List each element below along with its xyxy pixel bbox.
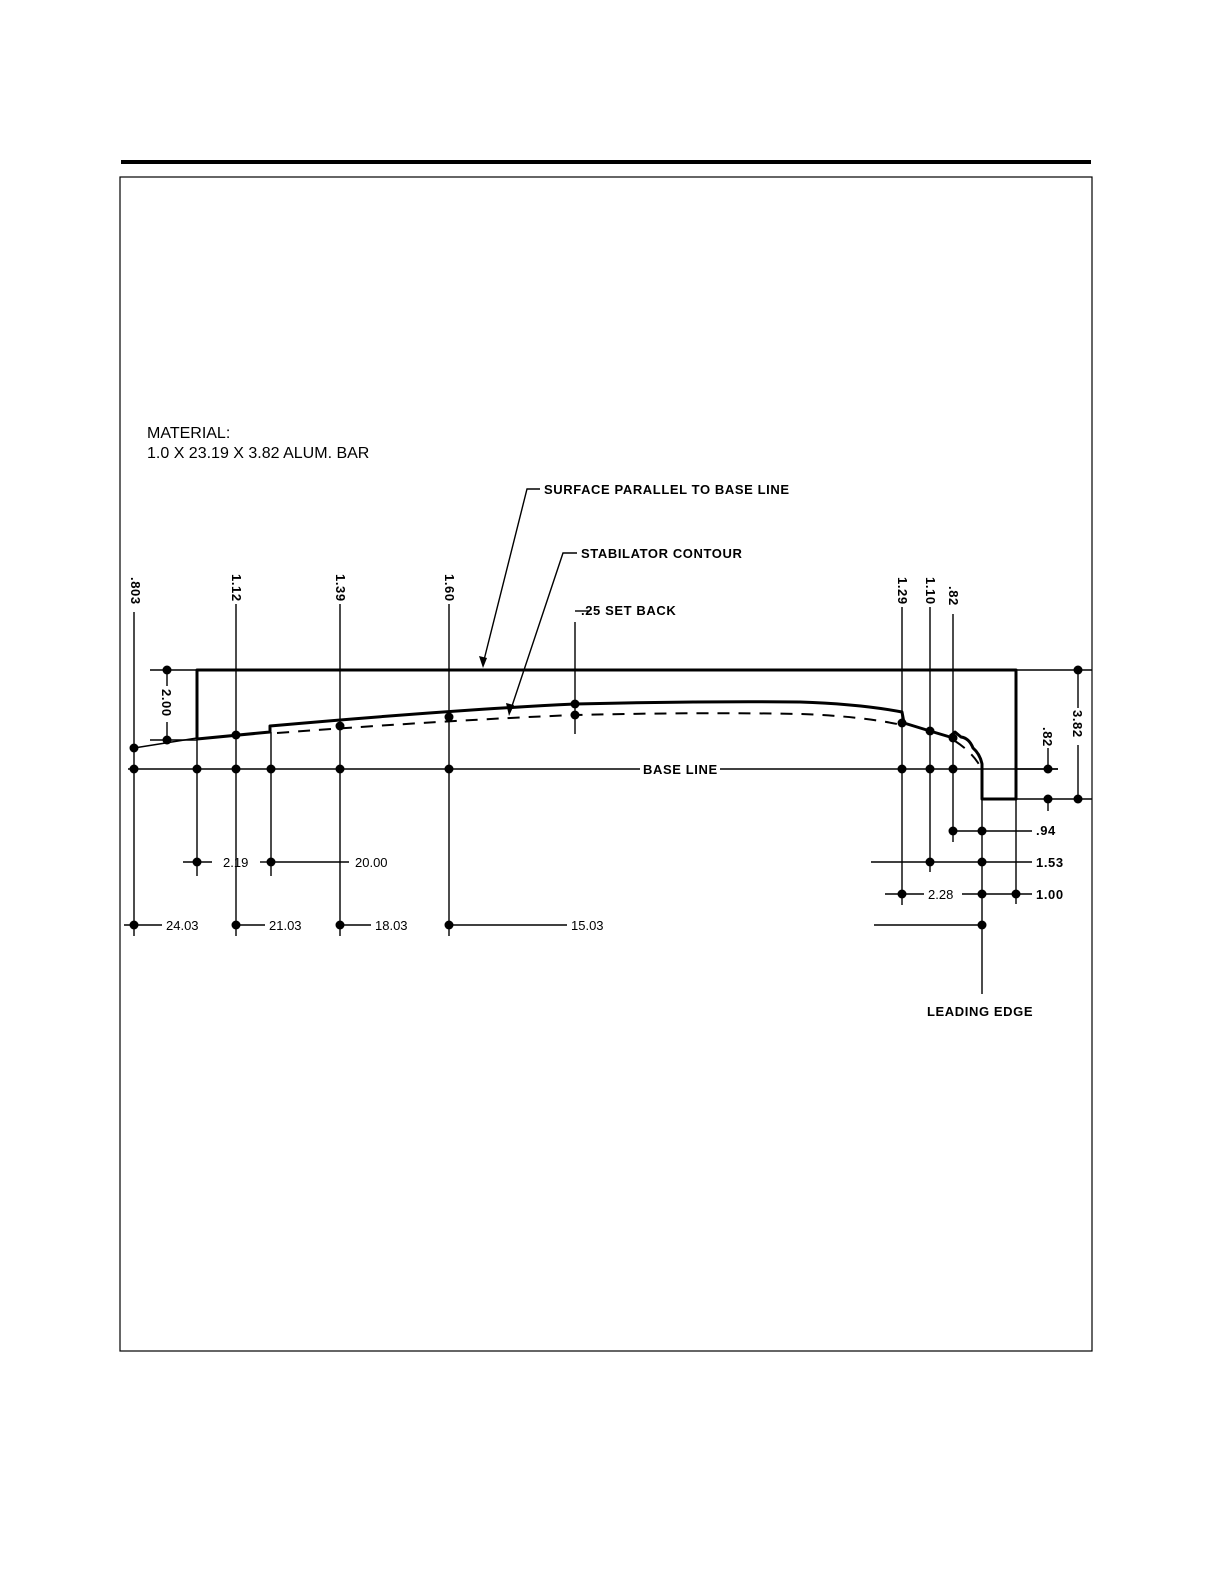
height-label-160: 1.60	[442, 574, 457, 602]
station-label-1503: 15.03	[571, 918, 604, 933]
station-label-153: 1.53	[1036, 855, 1064, 870]
material-heading: MATERIAL:	[147, 425, 230, 442]
figure-frame	[120, 177, 1092, 1351]
station-label-228: 2.28	[928, 887, 953, 902]
station-label-1803: 18.03	[375, 918, 408, 933]
height-label-110: 1.10	[923, 577, 938, 605]
station-label-2103: 21.03	[269, 918, 302, 933]
callout-surface-leader	[483, 489, 540, 664]
height-label-139: 1.39	[333, 574, 348, 602]
height-label-129: 1.29	[895, 577, 910, 605]
station-label-219: 2.19	[223, 855, 248, 870]
callout-contour-leader	[510, 553, 577, 712]
callout-stabilator-contour: STABILATOR CONTOUR	[581, 546, 743, 561]
height-label-112: 1.12	[229, 574, 244, 602]
base-line-label: BASE LINE	[643, 762, 718, 777]
height-label-803: .803	[128, 577, 143, 605]
callout-contour-arrow	[506, 703, 514, 716]
station-label-2403: 24.03	[166, 918, 199, 933]
material-spec: 1.0 X 23.19 X 3.82 ALUM. BAR	[147, 445, 369, 462]
height-dimensions	[134, 604, 1016, 994]
station-label-100: 1.00	[1036, 887, 1064, 902]
callout-setback: .25 SET BACK	[581, 603, 676, 618]
callout-surface-parallel: SURFACE PARALLEL TO BASE LINE	[544, 482, 790, 497]
height-label-382: 3.82	[1070, 710, 1085, 738]
height-label-82: .82	[946, 586, 961, 606]
station-label-2000: 20.00	[355, 855, 388, 870]
callout-leading-edge: LEADING EDGE	[927, 1004, 1033, 1019]
height-label-200: 2.00	[159, 689, 174, 717]
height-label-82-right: .82	[1040, 727, 1055, 747]
station-label-94: .94	[1036, 823, 1056, 838]
template-outline	[197, 670, 1016, 799]
callout-surface-arrow	[479, 656, 487, 668]
